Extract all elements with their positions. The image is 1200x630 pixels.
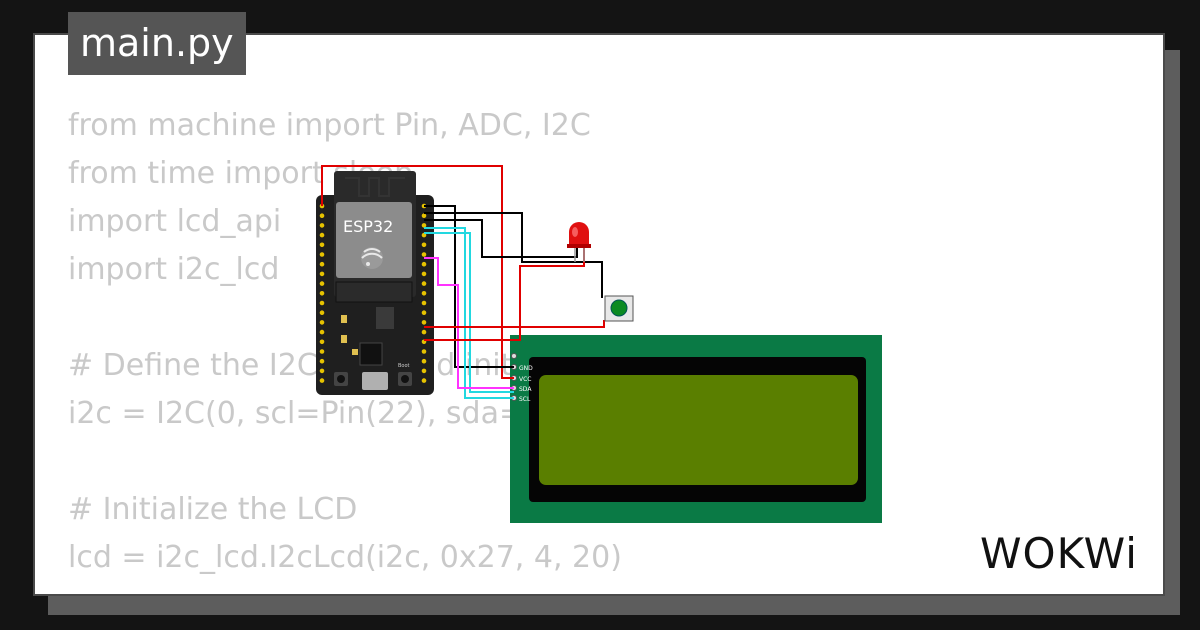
header-pin	[421, 368, 427, 374]
code-line: # Initialize the LCD	[68, 492, 358, 527]
en-button-cap	[337, 375, 345, 383]
esp32-module	[336, 202, 412, 278]
header-pin	[319, 349, 325, 354]
led-rim	[567, 244, 591, 248]
header-pin	[421, 349, 427, 354]
lcd-pin	[511, 353, 517, 359]
header-pin	[319, 300, 325, 306]
antenna-trace	[345, 177, 405, 197]
regulator	[376, 307, 394, 329]
code-line: import i2c_lcd	[68, 252, 280, 287]
esp32-board[interactable]: ESP32 Boot	[316, 171, 434, 395]
lcd-pin-label: GND	[519, 365, 533, 372]
header-pin	[421, 329, 427, 335]
led-highlight	[572, 227, 578, 237]
code-line: from machine import Pin, ADC, I2C	[68, 108, 591, 143]
header-pin	[319, 213, 325, 218]
code-line: import lcd_api	[68, 204, 282, 239]
header-pin	[319, 223, 325, 228]
header-pin	[319, 368, 325, 374]
red-led[interactable]	[567, 222, 591, 262]
boot-button-cap	[401, 375, 409, 383]
lcd-pin-label: SDA	[519, 386, 532, 393]
lcd-display[interactable]: GND VCC SDA SCL	[510, 335, 882, 523]
header-pin	[421, 261, 427, 267]
wire-gnd-led	[424, 219, 578, 258]
board-label: ESP32	[343, 217, 393, 236]
header-pin	[319, 378, 325, 383]
wire-scl	[424, 227, 514, 399]
usb-port	[362, 372, 388, 390]
header-pin	[319, 358, 325, 364]
wire-vcc	[321, 165, 514, 379]
header-pins-left	[319, 203, 325, 383]
header-pin	[319, 252, 325, 257]
led-smd	[341, 335, 347, 343]
header-pin	[421, 291, 427, 296]
espressif-icon	[361, 247, 383, 269]
header-pin	[319, 320, 325, 325]
wire-gnd-lcd	[424, 205, 514, 368]
lcd-screen	[539, 375, 858, 485]
code-line: lcd = i2c_lcd.I2cLcd(i2c, 0x27, 4, 20)	[68, 540, 622, 575]
header-pin	[319, 339, 325, 345]
header-pin	[319, 261, 325, 267]
wire-scl-2	[424, 232, 514, 393]
header-pin	[319, 291, 325, 296]
wire-led	[424, 244, 585, 341]
wokwi-logo-text: WOKWi	[980, 529, 1138, 578]
lcd-pin-label: SCL	[519, 396, 531, 403]
module-pins	[335, 281, 413, 303]
led-body	[569, 222, 589, 246]
filename-tab[interactable]: main.py	[68, 12, 246, 75]
header-pin	[421, 213, 427, 218]
header-pin	[421, 281, 427, 286]
push-button[interactable]	[604, 295, 634, 322]
header-pins-right	[421, 203, 427, 383]
button-cap	[610, 299, 628, 317]
header-pin	[319, 232, 325, 238]
header-pin	[319, 329, 325, 335]
header-pin	[421, 320, 427, 325]
header-pin	[421, 378, 427, 383]
header-pin	[319, 271, 325, 277]
wire-sda	[424, 257, 514, 389]
header-pin	[421, 310, 427, 316]
header-pin	[421, 271, 427, 277]
led-smd	[341, 315, 347, 323]
usb-chip	[359, 342, 383, 366]
wire-gnd-button	[424, 212, 603, 298]
header-pin	[319, 310, 325, 316]
header-pin	[421, 223, 427, 228]
header-pin	[421, 358, 427, 364]
wire-button	[424, 320, 605, 328]
header-pin	[319, 281, 325, 286]
header-pin	[421, 242, 427, 248]
header-pin	[421, 252, 427, 257]
boot-label: Boot	[398, 363, 410, 369]
wokwi-logo: WOKWi	[980, 529, 1138, 578]
header-pin	[421, 300, 427, 306]
led-smd	[352, 349, 358, 355]
lcd-pin-label: VCC	[519, 376, 531, 383]
header-pin	[319, 242, 325, 248]
wiring	[321, 165, 605, 399]
